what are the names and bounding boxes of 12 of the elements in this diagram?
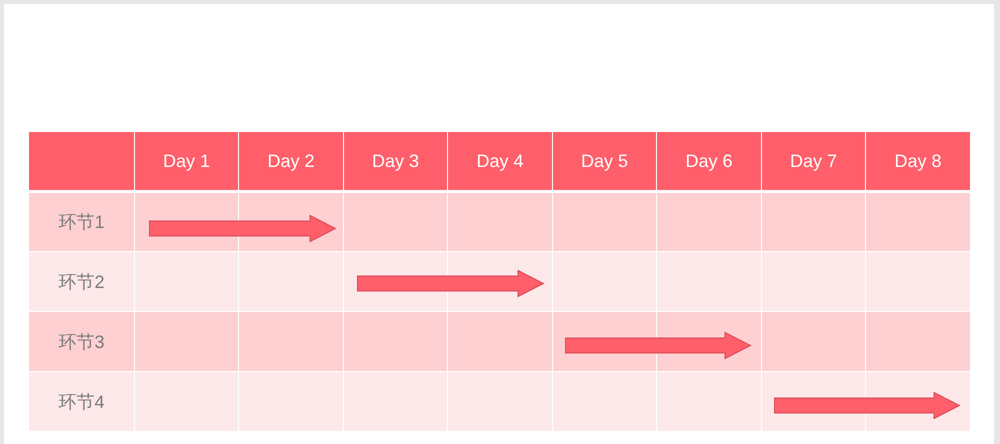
header-cell: Day 6 [657, 132, 761, 190]
header-cell: Day 2 [239, 132, 343, 190]
header-cell: Day 3 [344, 132, 447, 190]
row-label-cell: 环节4 [29, 372, 134, 431]
header-cell: Day 8 [866, 132, 970, 190]
row-label-cell: 环节2 [29, 252, 134, 311]
header-cell: Day 1 [135, 132, 238, 190]
row-label-cell: 环节3 [29, 312, 134, 371]
header-cell: Day 5 [553, 132, 656, 190]
header-cell: Day 7 [762, 132, 865, 190]
header-cell: Day 4 [448, 132, 552, 190]
row-label-cell: 环节1 [29, 193, 134, 251]
